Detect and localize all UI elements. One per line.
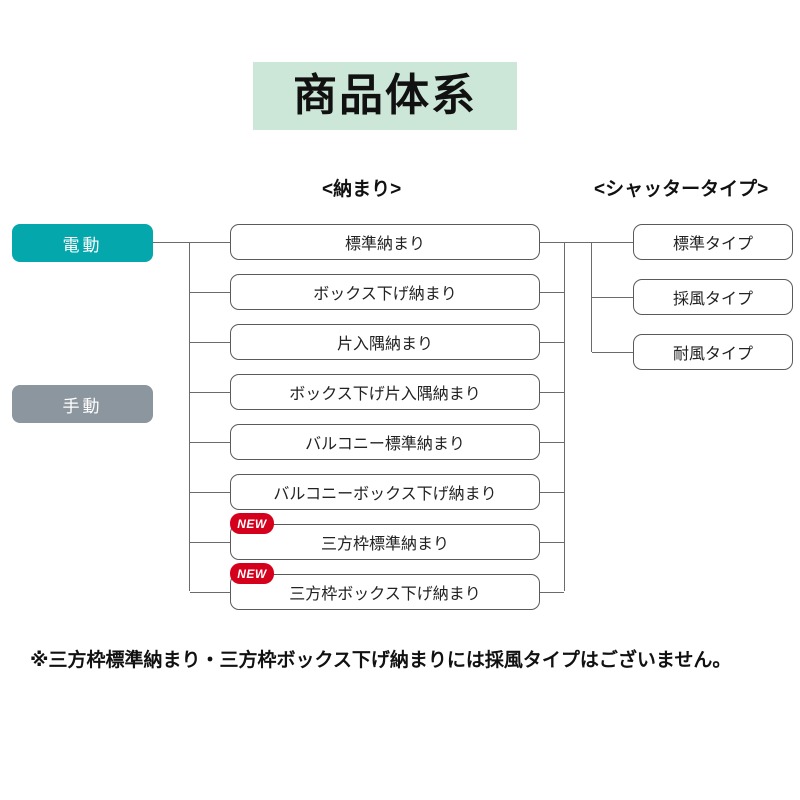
nawamari-node-6[interactable]: バルコニーボックス下げ納まり [230,474,540,510]
column-header-shutter-type: <シャッタータイプ> [594,179,769,200]
nawamari-node-1[interactable]: 標準納まり [230,224,540,260]
connector-shutter-branch [592,352,633,354]
shutter-type-node-1-label: 標準タイプ [672,236,753,253]
nawamari-node-2-label: ボックス下げ納まり [313,286,457,303]
connector-branch-right [540,392,564,394]
new-badge-nawamari-7: NEW [230,513,274,534]
root-node-electric[interactable]: 電動 [12,224,153,262]
column-header-nawamari: <納まり> [322,179,402,200]
connector-branch-right [540,292,564,294]
root-node-electric-label: 電動 [62,235,103,255]
connector-shutter-branch [592,297,633,299]
connector-branch-left [190,242,230,244]
nawamari-node-7-label: 三方枠標準納まり [320,536,449,553]
nawamari-node-1-label: 標準納まり [344,236,425,253]
new-badge-nawamari-8: NEW [230,563,274,584]
nawamari-node-3-label: 片入隅納まり [336,336,433,353]
connector-branch-right [540,442,564,444]
connector-branch-left [190,542,230,544]
shutter-type-node-3[interactable]: 耐風タイプ [633,334,793,370]
shutter-type-node-2[interactable]: 採風タイプ [633,279,793,315]
footnote: ※三方枠標準納まり・三方枠ボックス下げ納まりには採風タイプはございません。 [30,650,732,671]
nawamari-node-7[interactable]: 三方枠標準納まり [230,524,540,560]
page-title: 商品体系 [293,71,477,120]
connector-branch-left [190,342,230,344]
nawamari-node-4[interactable]: ボックス下げ片入隅納まり [230,374,540,410]
connector-shutter-spine [591,242,593,352]
connector-branch-left [190,492,230,494]
shutter-type-node-3-label: 耐風タイプ [672,346,753,363]
connector-branch-right [540,342,564,344]
connector-branch-right [540,592,564,594]
connector-branch-left [190,592,230,594]
nawamari-node-3[interactable]: 片入隅納まり [230,324,540,360]
root-node-manual[interactable]: 手動 [12,385,153,423]
connector-branch-right [540,542,564,544]
connector-branch-right [540,242,564,244]
connector-left-spine [189,242,191,591]
shutter-type-node-2-label: 採風タイプ [672,291,753,308]
shutter-type-node-1[interactable]: 標準タイプ [633,224,793,260]
nawamari-node-6-label: バルコニーボックス下げ納まり [273,486,497,503]
nawamari-node-2[interactable]: ボックス下げ納まり [230,274,540,310]
page-title-band: 商品体系 [253,62,517,130]
connector-branch-left [190,442,230,444]
connector-branch-right [540,492,564,494]
connector-root-to-spine [153,242,190,244]
nawamari-node-5[interactable]: バルコニー標準納まり [230,424,540,460]
connector-right-spine [564,242,566,591]
connector-shutter-branch [592,242,633,244]
nawamari-node-8-label: 三方枠ボックス下げ納まり [289,586,481,603]
root-node-manual-label: 手動 [62,396,103,416]
nawamari-node-4-label: ボックス下げ片入隅納まり [289,386,481,403]
connector-right-spine-to-shutter-trunk [564,242,592,244]
nawamari-node-5-label: バルコニー標準納まり [305,436,465,453]
connector-branch-left [190,392,230,394]
nawamari-node-8[interactable]: 三方枠ボックス下げ納まり [230,574,540,610]
connector-branch-left [190,292,230,294]
